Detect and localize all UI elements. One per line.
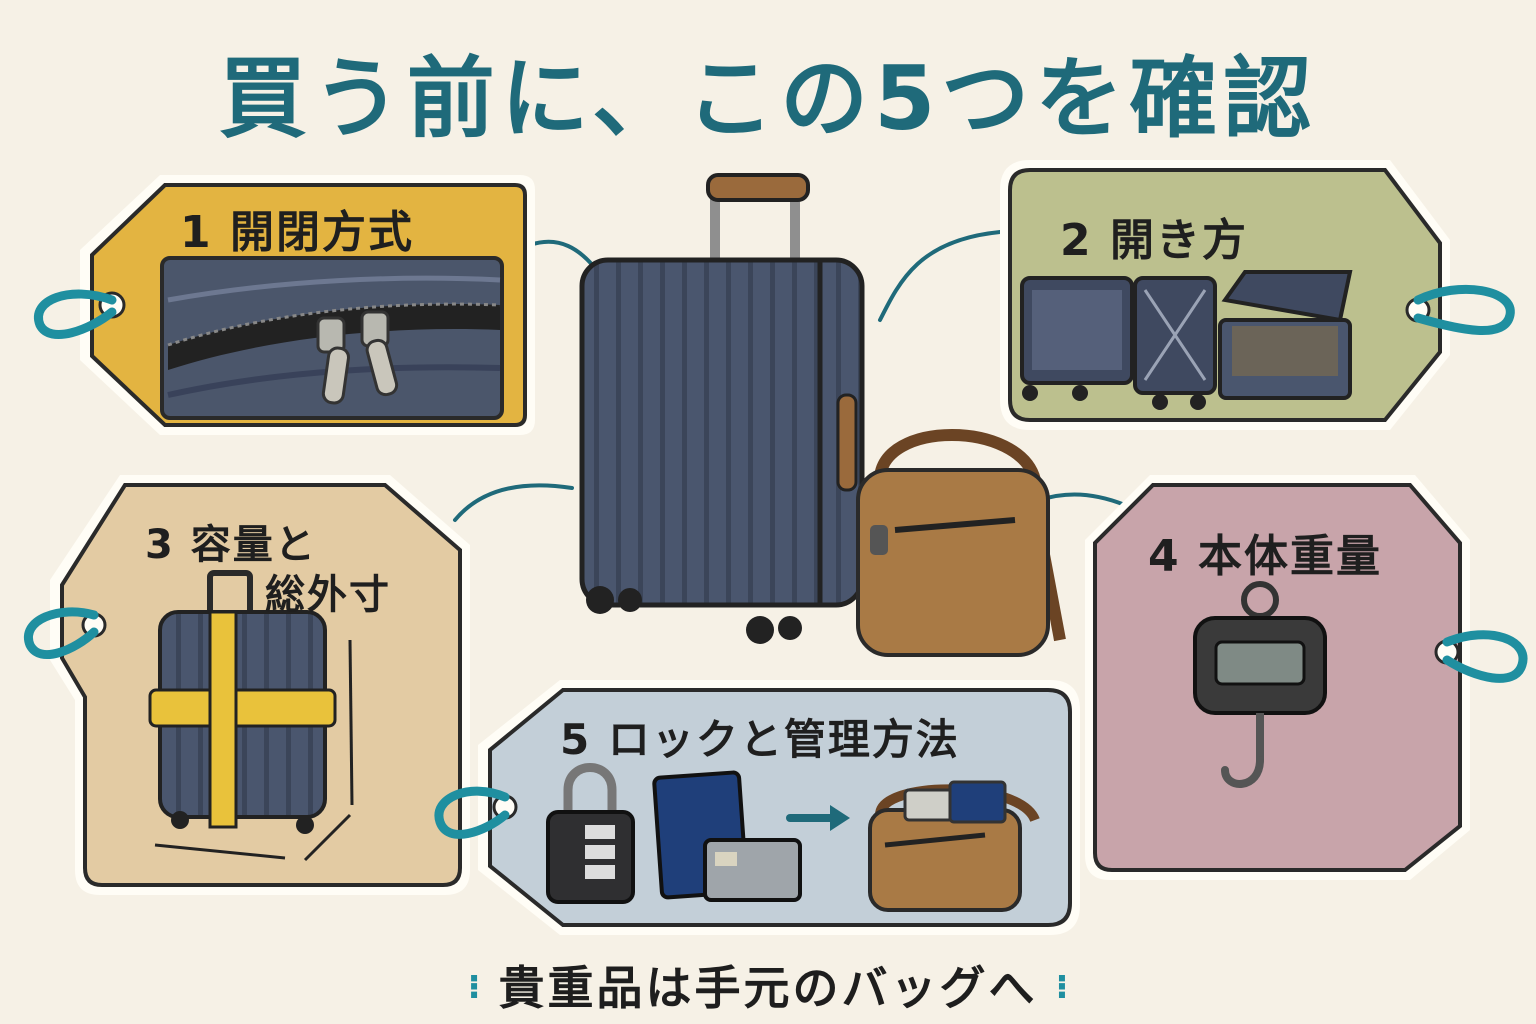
sparkle-right-icon: ⁝ [1055, 967, 1069, 1007]
center-bag-illustration [856, 429, 1066, 657]
tag-3-number: 3 [145, 522, 175, 568]
tag-3-label-line2: 総外寸 [265, 572, 391, 618]
tag-2-label: 2 開き方 [1060, 204, 1248, 268]
tag-2-text: 開き方 [1109, 215, 1248, 266]
shoulder-bag-icon [868, 780, 1040, 912]
tag-2-opening-style [1000, 160, 1515, 430]
measuring-tape-suitcase-icon [148, 570, 354, 862]
footer-text: 貴重品は手元のバッグへ [498, 961, 1038, 1015]
tag-5-number: 5 [560, 715, 592, 764]
tag-1-label: 1 開閉方式 [180, 196, 414, 260]
tag-1-opening-method [34, 175, 535, 435]
hanging-scale-icon [1193, 581, 1327, 788]
tag-4-number: 4 [1148, 531, 1181, 582]
open-suitcase-icon [1020, 270, 1353, 410]
tag-5-text: ロックと管理方法 [607, 715, 960, 764]
tag-3-capacity-dimensions [24, 475, 470, 895]
tag-4-weight [1085, 475, 1528, 880]
tag-2-number: 2 [1060, 215, 1093, 266]
tag-1-number: 1 [180, 207, 213, 258]
card-icon [703, 838, 802, 902]
tag-1-text: 開閉方式 [229, 207, 414, 258]
tag-5-label: 5 ロックと管理方法 [560, 706, 960, 767]
sparkle-left-icon: ⁝ [467, 967, 481, 1007]
footer-note: ⁝ 貴重品は手元のバッグへ ⁝ [0, 952, 1536, 1018]
tag-4-text: 本体重量 [1197, 531, 1382, 582]
page-title: 買う前に、この5つを確認 [218, 47, 1318, 150]
combination-lock-icon [546, 763, 635, 904]
tag-3-text-line1: 容量と [190, 522, 317, 568]
zipper-icon [160, 256, 504, 420]
tag-5-lock-management [434, 680, 1080, 935]
arrow-right-icon [786, 805, 850, 831]
center-suitcase-illustration [579, 173, 865, 644]
tag-3-label: 3 容量と [145, 512, 317, 570]
tag-4-label: 4 本体重量 [1148, 520, 1382, 584]
